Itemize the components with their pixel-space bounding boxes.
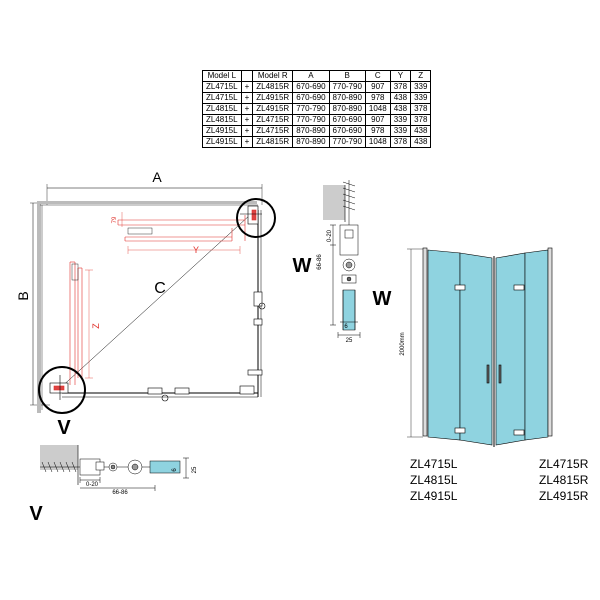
plan-view: [30, 184, 266, 413]
spec-table-cell: ZL4815R: [252, 136, 294, 148]
detail-v-dim-6: 6: [172, 468, 178, 472]
model-left-2: ZL4815L: [410, 473, 458, 487]
corner-detail-bottom-left: [38, 366, 86, 414]
detail-v: [40, 445, 189, 491]
label-z: Z: [91, 323, 101, 329]
detail-w: [323, 180, 361, 338]
detail-v-dim-0-20: 0-20: [86, 482, 99, 488]
model-right-1: ZL4715R: [539, 457, 589, 471]
detail-v-dim-66-86: 66-86: [112, 490, 128, 496]
label-v-detail: V: [29, 503, 43, 525]
spec-table-cell: +: [240, 136, 254, 148]
spec-table-cell: ZL4915L: [202, 136, 242, 148]
label-v-plan: V: [57, 417, 71, 439]
detail-w-dim-66-86: 66-86: [317, 254, 323, 270]
elevation-height: 2000mm: [400, 332, 406, 355]
model-left-3: ZL4915L: [410, 489, 458, 503]
label-w-detail: W: [293, 255, 312, 277]
corner-detail-top-right: [236, 198, 276, 238]
label-c: C: [154, 280, 166, 297]
elevation-view: [407, 247, 553, 447]
spec-table-cell: 1048: [364, 136, 391, 148]
spec-table-cell: 378: [389, 136, 412, 148]
dimension-z: [85, 269, 93, 379]
label-w-elevation: W: [373, 288, 392, 310]
detail-v-dim-25: 25: [192, 466, 198, 473]
spec-table: Model L Model R A B C Y Z ZL4715L+ZL4815…: [202, 70, 432, 148]
dim-79: 79: [112, 216, 118, 223]
spec-table-cell: 770-790: [328, 136, 366, 148]
model-left-1: ZL4715L: [410, 457, 458, 471]
folded-door-left: [69, 261, 83, 385]
label-y: Y: [193, 245, 199, 255]
detail-w-dim-0-20: 0-20: [327, 229, 333, 242]
model-right-3: ZL4915R: [539, 489, 589, 503]
spec-table-cell: 438: [410, 136, 432, 148]
folded-door-top: [117, 215, 246, 242]
label-a: A: [152, 169, 162, 185]
dimension-y: [121, 212, 241, 254]
model-right-2: ZL4815R: [539, 473, 589, 487]
detail-w-dim-6: 6: [344, 324, 348, 330]
label-b: B: [15, 291, 31, 300]
detail-w-dim-25: 25: [346, 338, 353, 344]
